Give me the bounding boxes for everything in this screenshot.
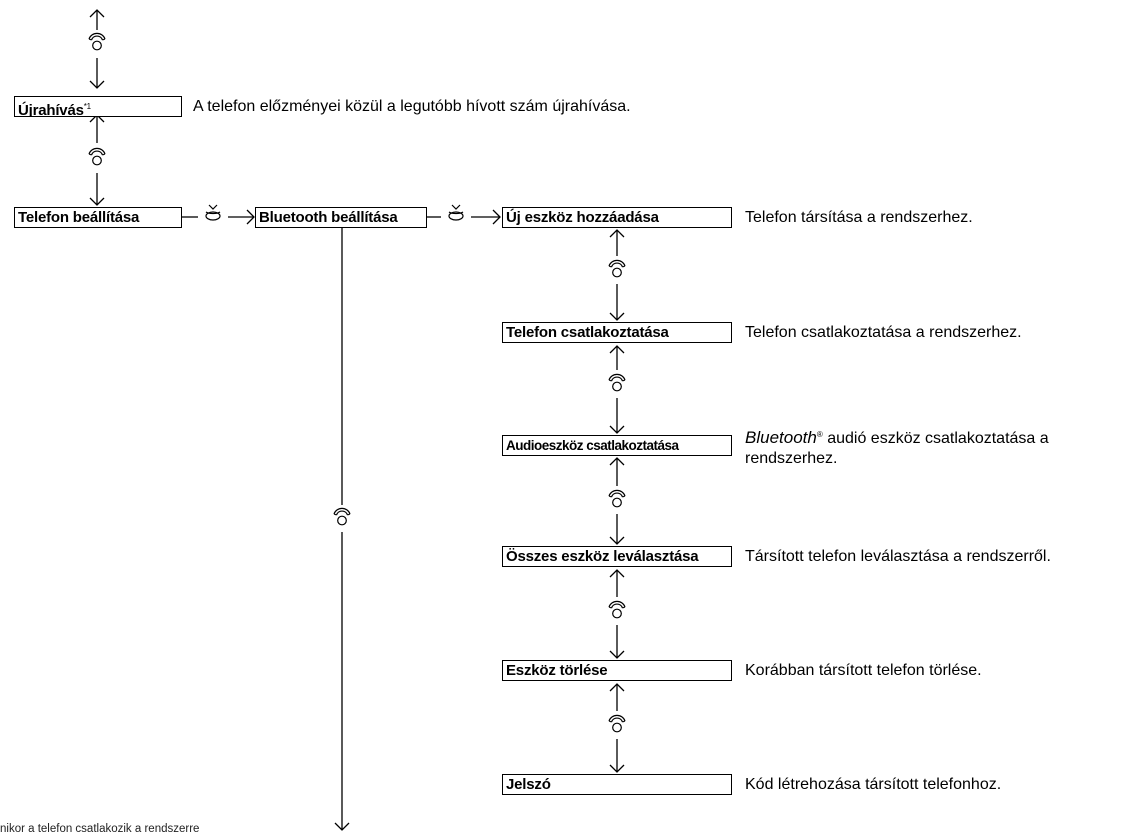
redial-label: Újrahívás <box>18 102 84 117</box>
rotate-knob-icon <box>608 373 626 392</box>
footnote: nikor a telefon csatlakozik a rendszerre <box>0 823 200 835</box>
rotate-knob-icon <box>608 259 626 278</box>
redial-box: Újrahívás*1 <box>14 96 182 117</box>
passcode-box: Jelszó <box>502 774 732 795</box>
bluetooth-brand: Bluetooth <box>745 428 817 447</box>
rotate-knob-icon <box>88 147 106 166</box>
phone-settings-box: Telefon beállítása <box>14 207 182 228</box>
new-device-description: Telefon társítása a rendszerhez. <box>745 209 973 226</box>
disconnect-all-description: Társított telefon leválasztása a rendsze… <box>745 548 1051 565</box>
connector-right-column <box>609 229 625 773</box>
delete-device-description: Korábban társított telefon törlése. <box>745 662 982 679</box>
bluetooth-settings-box: Bluetooth beállítása <box>255 207 427 228</box>
disconnect-all-box: Összes eszköz leválasztása <box>502 546 732 567</box>
rotate-knob-icon <box>88 32 106 51</box>
passcode-description: Kód létrehozása társított telefonhoz. <box>745 776 1002 793</box>
connector-redial-phone-settings <box>89 114 105 206</box>
rotate-knob-icon <box>608 489 626 508</box>
connector-phone-bluetooth <box>182 209 255 225</box>
connect-audio-description: Bluetooth® audió eszköz csatlakoztatása … <box>745 425 1105 469</box>
rotate-knob-icon <box>608 600 626 619</box>
rotate-knob-icon <box>333 507 351 526</box>
connect-audio-text: audió eszköz csatlakoztatása a rendszerh… <box>745 430 1049 467</box>
connect-phone-box: Telefon csatlakoztatása <box>502 322 732 343</box>
registered-mark: ® <box>816 430 823 439</box>
connector-top <box>89 9 105 89</box>
delete-device-box: Eszköz törlése <box>502 660 732 681</box>
connect-phone-description: Telefon csatlakoztatása a rendszerhez. <box>745 324 1022 341</box>
connect-audio-box: Audioeszköz csatlakoztatása <box>502 435 732 456</box>
rotate-knob-icon <box>608 714 626 733</box>
new-device-box: Új eszköz hozzáadása <box>502 207 732 228</box>
redial-description: A telefon előzményei közül a legutóbb hí… <box>193 98 631 115</box>
press-knob-icon <box>448 204 464 221</box>
connector-bluetooth-down <box>334 228 350 831</box>
note-marker: *1 <box>83 102 91 111</box>
connector-bluetooth-newdevice <box>427 209 501 225</box>
press-knob-icon <box>205 204 221 221</box>
